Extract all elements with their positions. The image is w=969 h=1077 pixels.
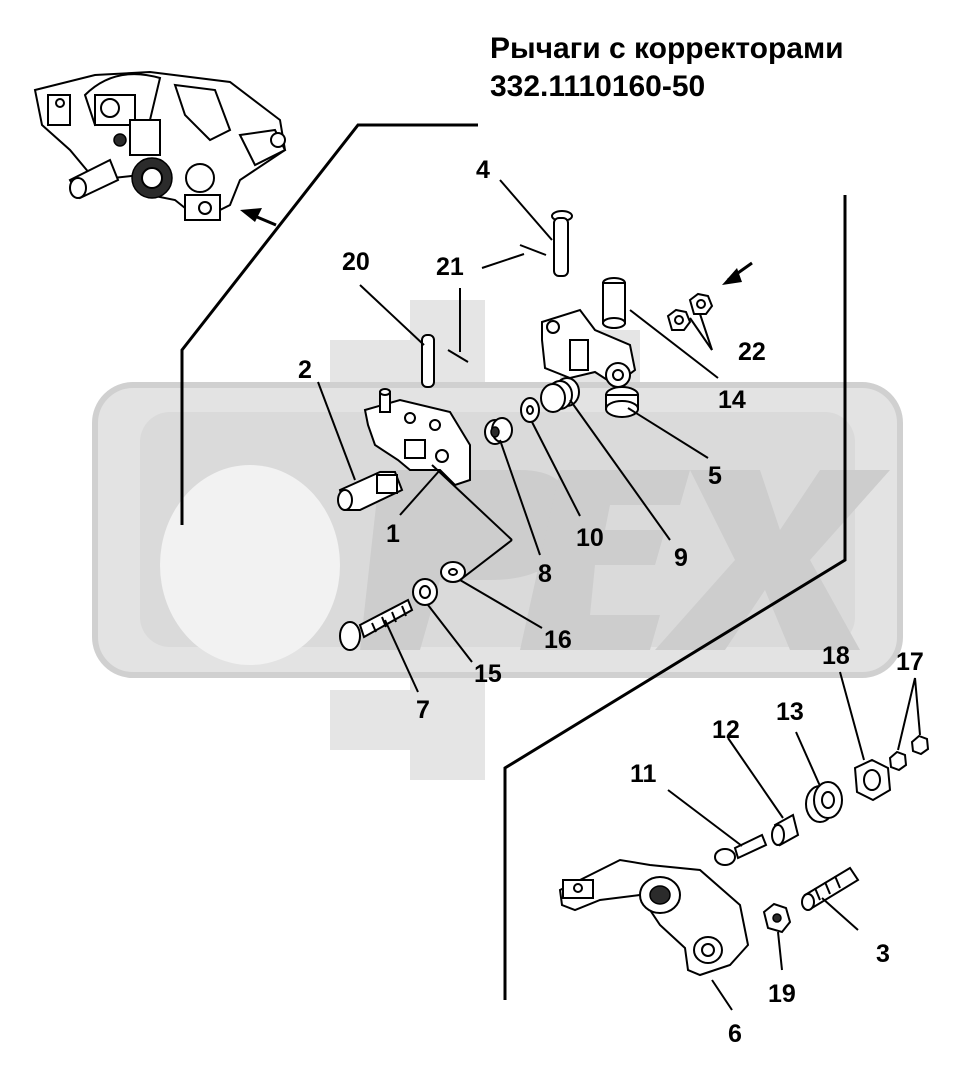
callout-9: 9 bbox=[674, 544, 688, 572]
callout-5: 5 bbox=[708, 462, 722, 490]
callout-10: 10 bbox=[576, 524, 604, 552]
title-line-name: Рычаги с корректорами bbox=[490, 32, 844, 65]
title-line-part-number: 332.1110160-50 bbox=[490, 70, 706, 103]
part-7-screw bbox=[339, 598, 414, 651]
part-11-screw bbox=[714, 833, 768, 866]
part-16-washer bbox=[440, 561, 466, 583]
part-12-sleeve bbox=[771, 813, 800, 847]
callout-6: 6 bbox=[728, 1020, 742, 1048]
watermark-gear-logo bbox=[92, 300, 903, 780]
part-2-sleeve bbox=[337, 471, 404, 511]
part-13-threaded-bushing bbox=[805, 781, 843, 823]
callout-14: 14 bbox=[718, 386, 746, 414]
part-21-cotter-pin-upper bbox=[519, 244, 547, 256]
callout-18: 18 bbox=[822, 642, 850, 670]
callout-19: 19 bbox=[768, 980, 796, 1008]
callout-21-upper: 21 bbox=[436, 253, 464, 281]
callout-12: 12 bbox=[712, 716, 740, 744]
callout-1: 1 bbox=[386, 520, 400, 548]
assembly-frame-lines bbox=[180, 123, 847, 1000]
callout-8: 8 bbox=[538, 560, 552, 588]
callout-20: 20 bbox=[342, 248, 370, 276]
leader-lines bbox=[317, 179, 921, 1011]
lever-assembly-drawing bbox=[33, 70, 287, 222]
diagram-title: Рычаги с корректорами 332.1110160-50 bbox=[490, 30, 844, 106]
callout-16: 16 bbox=[544, 626, 572, 654]
part-14-bushing bbox=[602, 277, 626, 329]
part-5-nut bbox=[605, 386, 639, 418]
callout-4: 4 bbox=[476, 156, 490, 184]
callout-3: 3 bbox=[876, 940, 890, 968]
callout-7: 7 bbox=[416, 696, 430, 724]
upper-lever-bracket bbox=[541, 308, 637, 388]
callout-13: 13 bbox=[776, 698, 804, 726]
part-10-washer bbox=[520, 397, 540, 423]
callout-15: 15 bbox=[474, 660, 502, 688]
callout-17: 17 bbox=[896, 648, 924, 676]
part-20-pin bbox=[421, 334, 435, 388]
part-21-cotter-pin-lower bbox=[447, 349, 469, 363]
part-9-spring bbox=[540, 377, 580, 413]
callout-2: 2 bbox=[298, 356, 312, 384]
part-18-nut bbox=[853, 758, 892, 802]
part-3-screw bbox=[801, 866, 860, 911]
callout-11: 11 bbox=[630, 760, 657, 788]
part-19-nut bbox=[762, 902, 792, 934]
part-15-lock-washer bbox=[412, 578, 438, 606]
part-1-lever bbox=[363, 388, 471, 487]
part-6-lever bbox=[558, 858, 750, 977]
part-4-pin bbox=[551, 210, 573, 277]
part-22-nuts bbox=[666, 292, 714, 331]
part-17-nuts bbox=[888, 734, 930, 772]
callout-22: 22 bbox=[738, 338, 766, 366]
part-8-nut bbox=[484, 417, 513, 445]
callout-labels: 4 21 20 22 14 2 5 1 10 9 8 16 15 7 18 17… bbox=[298, 156, 924, 1048]
